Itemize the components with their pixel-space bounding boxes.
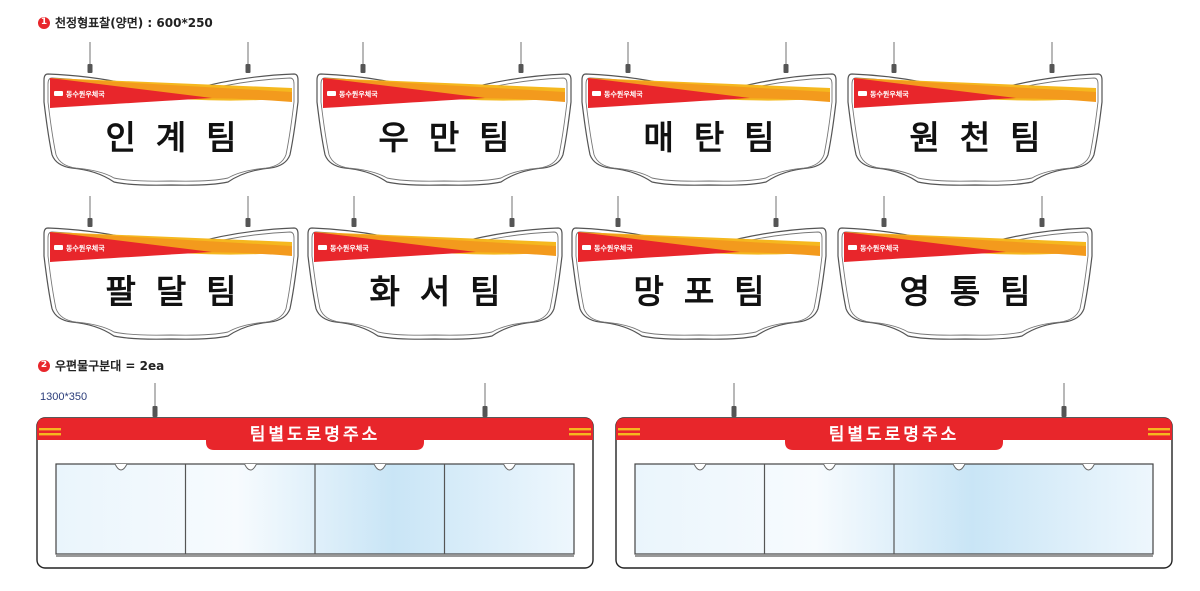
section-1-label: 천정형표찰(양면) : 600*250: [55, 16, 213, 30]
accent-line: [39, 428, 61, 431]
section-number-badge: 2: [38, 359, 50, 372]
wire-clamp: [773, 218, 779, 227]
brand-name: 동수원우체국: [330, 244, 369, 253]
wire-clamp: [509, 218, 515, 227]
stripe-red: [578, 232, 740, 262]
post-office-logo: [592, 91, 601, 96]
post-office-logo: [327, 91, 336, 96]
team-name: 매탄팀: [643, 118, 794, 157]
wire-clamp: [87, 218, 93, 227]
accent-line: [39, 433, 61, 436]
wire-clamp: [482, 406, 488, 417]
brand-name: 동수원우체국: [66, 90, 105, 99]
stripe-red: [314, 232, 476, 262]
brand-name: 동수원우체국: [860, 244, 899, 253]
holder-dimensions: 1300*350: [40, 391, 88, 403]
wire-clamp: [245, 218, 251, 227]
section-number-badge: 1: [38, 16, 50, 29]
mail-holder: 팀별도로명주소: [615, 383, 1173, 569]
stripe-red: [844, 232, 1006, 262]
finger-notch: [1082, 463, 1095, 471]
team-name: 팔달팀: [105, 272, 256, 311]
section-1-title: 1 천정형표찰(양면) : 600*250: [38, 14, 213, 31]
post-office-logo: [582, 245, 591, 250]
brand-name: 동수원우체국: [339, 90, 378, 99]
finger-notch: [823, 463, 836, 471]
holder-title: 팀별도로명주소: [250, 425, 380, 445]
post-office-logo: [54, 245, 63, 250]
wire-clamp: [1039, 218, 1045, 227]
team-name: 영통팀: [899, 272, 1050, 311]
team-name: 원천팀: [909, 118, 1060, 157]
wire-clamp: [731, 406, 737, 417]
post-office-logo: [318, 245, 327, 250]
mail-sorting-holders: 팀별도로명주소 팀별도로명주소: [36, 383, 1173, 569]
accent-line: [569, 433, 591, 436]
wire-clamp: [1049, 64, 1055, 73]
holder-title: 팀별도로명주소: [829, 425, 959, 445]
finger-notch: [952, 463, 966, 471]
team-name: 망포팀: [633, 272, 784, 311]
post-office-logo: [848, 245, 857, 250]
wire-clamp: [152, 406, 158, 417]
finger-notch: [244, 463, 257, 471]
stripe-red: [588, 78, 750, 108]
section-2-title: 2 우편물구분대 = 2ea: [38, 357, 164, 374]
team-name: 인계팀: [105, 118, 256, 157]
finger-notch: [503, 463, 516, 471]
team-name: 화서팀: [369, 272, 520, 311]
mail-holder: 팀별도로명주소: [36, 383, 594, 569]
wire-clamp: [891, 64, 897, 73]
accent-line: [1148, 433, 1170, 436]
accent-line: [1148, 428, 1170, 431]
stripe-red: [50, 232, 212, 262]
post-office-logo: [858, 91, 867, 96]
wire-clamp: [1061, 406, 1067, 417]
post-office-logo: [54, 91, 63, 96]
stripe-red: [50, 78, 212, 108]
accent-line: [569, 428, 591, 431]
brand-name: 동수원우체국: [66, 244, 105, 253]
accent-line: [618, 428, 640, 431]
stripe-red: [854, 78, 1016, 108]
wire-clamp: [351, 218, 357, 227]
wire-clamp: [625, 64, 631, 73]
brand-name: 동수원우체국: [594, 244, 633, 253]
brand-name: 동수원우체국: [604, 90, 643, 99]
finger-notch: [114, 463, 128, 471]
wire-clamp: [615, 218, 621, 227]
finger-notch: [373, 463, 387, 471]
holder-title-tab: [206, 418, 424, 450]
finger-notch: [693, 463, 707, 471]
wire-clamp: [360, 64, 366, 73]
wire-clamp: [783, 64, 789, 73]
section-2-label: 우편물구분대 = 2ea: [55, 359, 165, 373]
wire-clamp: [881, 218, 887, 227]
brand-name: 동수원우체국: [870, 90, 909, 99]
ceiling-signs: 동수원우체국인계팀동수원우체국우만팀동수원우체국매탄팀동수원우체국원천팀동수원우…: [43, 42, 1103, 340]
team-name: 우만팀: [378, 118, 529, 157]
wire-clamp: [518, 64, 524, 73]
stripe-red: [323, 78, 485, 108]
accent-line: [618, 433, 640, 436]
wire-clamp: [87, 64, 93, 73]
holder-title-tab: [785, 418, 1003, 450]
wire-clamp: [245, 64, 251, 73]
